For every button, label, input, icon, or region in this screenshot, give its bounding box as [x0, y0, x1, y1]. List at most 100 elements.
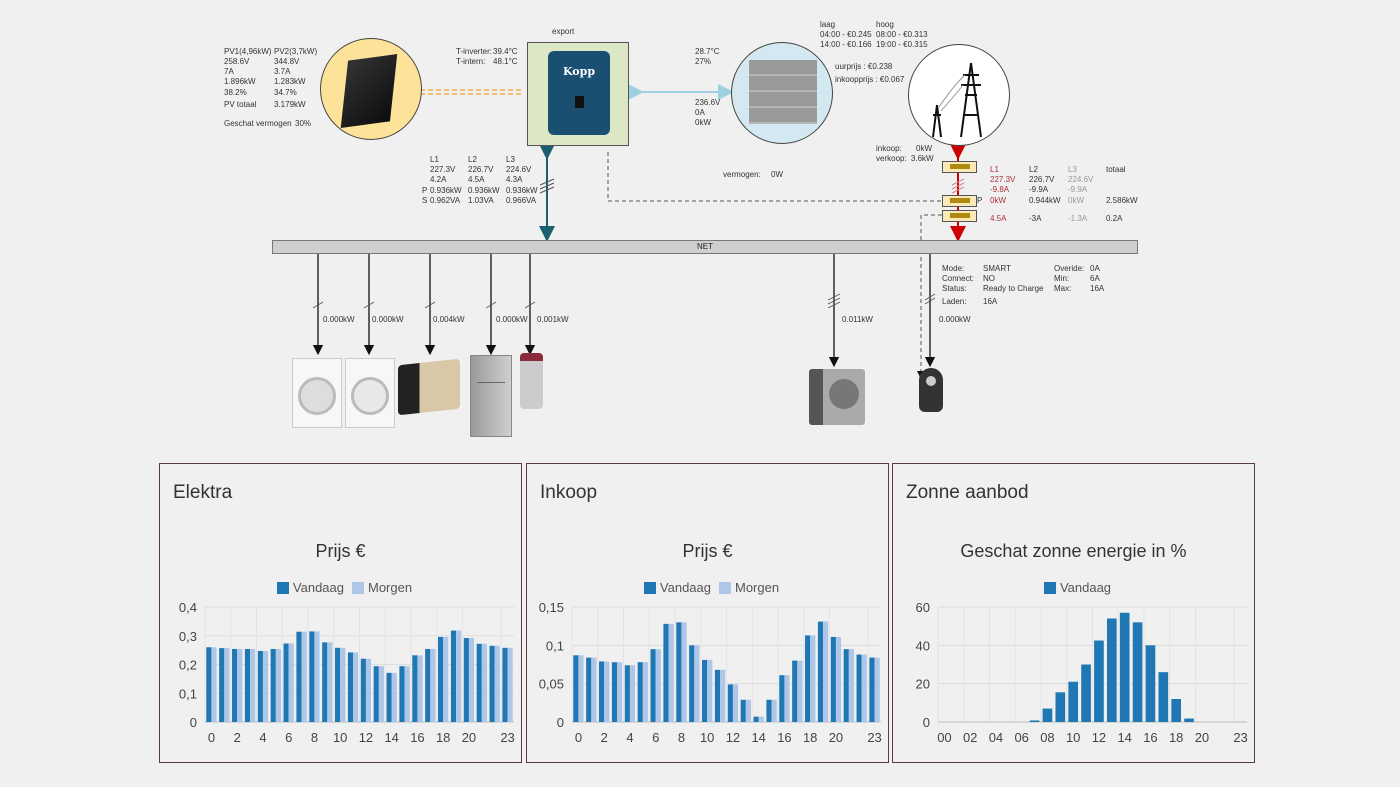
heat-pump-icon[interactable] [809, 369, 865, 425]
x-tick-label: 23 [867, 730, 881, 745]
bar-vandaag [817, 621, 824, 722]
boiler-icon[interactable] [520, 353, 543, 409]
bar-vandaag [476, 643, 482, 722]
legend-morgen[interactable]: Morgen [368, 580, 413, 595]
legend-swatch-vandaag[interactable] [276, 582, 289, 594]
x-tick-label: 12 [359, 730, 373, 745]
inverter-icon: Kopp [548, 51, 610, 135]
ev-charger-icon[interactable] [919, 368, 943, 412]
bar-vandaag [689, 645, 695, 722]
legend-vandaag[interactable]: Vandaag [1059, 580, 1112, 595]
bar-morgen [430, 648, 436, 722]
bar-vandaag [438, 636, 444, 722]
x-tick-label: 12 [726, 730, 740, 745]
y-tick-label: 0,15 [539, 600, 564, 615]
bar-morgen [732, 684, 739, 722]
legend-vandaag[interactable]: Vandaag [292, 580, 344, 595]
legend-morgen[interactable]: Morgen [735, 580, 780, 595]
bar-vandaag [663, 623, 669, 722]
grid-circle[interactable] [908, 44, 1010, 146]
bar-vandaag [830, 636, 836, 722]
bar-morgen [823, 621, 829, 722]
flow-lines [312, 84, 966, 379]
bar-morgen [874, 657, 880, 722]
bar-vandaag [1184, 718, 1194, 722]
y-tick-label: 0,05 [539, 677, 564, 692]
bar-morgen [340, 647, 346, 722]
x-tick-label: 00 [937, 730, 951, 745]
bar-vandaag [257, 650, 263, 722]
ventilation-unit-icon[interactable] [398, 358, 460, 416]
bar-morgen [720, 669, 726, 722]
y-tick-label: 0,2 [179, 658, 197, 673]
x-tick-label: 14 [384, 730, 398, 745]
dryer-icon[interactable] [345, 358, 395, 428]
estimated-power: 30% [295, 119, 312, 128]
bar-vandaag [425, 648, 431, 722]
bar-morgen [417, 655, 423, 722]
y-tick-label: 0,4 [179, 600, 197, 615]
bar-vandaag [270, 648, 276, 722]
fridge-icon[interactable] [470, 355, 512, 437]
bar-morgen [250, 648, 256, 722]
bar-morgen [353, 652, 359, 722]
net-bus: NET [272, 240, 1138, 254]
bar-vandaag [1145, 645, 1156, 722]
hour-price: uurprijs : €0.238 [835, 62, 893, 71]
x-tick-label: 4 [626, 730, 633, 745]
load-power-ventilation: 0.004kW [433, 315, 465, 324]
chart-legend: Vandaag Morgen [527, 580, 888, 595]
meter-3 [942, 210, 977, 222]
bar-morgen [745, 699, 751, 722]
chart-title: Prijs € [315, 541, 366, 561]
chart-legend: Vandaag [893, 580, 1254, 595]
x-tick-label: 16 [1143, 730, 1157, 745]
bar-vandaag [1094, 640, 1104, 722]
bar-morgen [237, 648, 243, 722]
solar-panel-circle[interactable] [320, 38, 422, 140]
legend-swatch-morgen[interactable] [352, 582, 364, 594]
battery-circle[interactable] [731, 42, 833, 144]
bar-vandaag [244, 648, 251, 722]
load-power-heat-pump: 0.011kW [842, 315, 873, 324]
bar-vandaag [1068, 681, 1079, 722]
bar-vandaag [347, 652, 354, 722]
bar-vandaag [753, 716, 759, 722]
chart-title: Geschat zonne energie in % [960, 541, 1187, 561]
bar-vandaag [322, 642, 328, 722]
x-tick-label: 4 [259, 730, 266, 745]
bar-vandaag [792, 660, 798, 722]
bar-vandaag [1171, 699, 1182, 722]
legend-vandaag[interactable]: Vandaag [659, 580, 711, 595]
bar-vandaag [1106, 618, 1117, 722]
inverter-brand: Kopp [562, 65, 596, 78]
bar-morgen [617, 662, 623, 722]
bar-vandaag [740, 699, 746, 722]
bar-vandaag [702, 659, 708, 722]
inverter-box[interactable]: Kopp [527, 42, 629, 146]
bar-morgen [835, 636, 842, 722]
legend-swatch-morgen[interactable] [719, 582, 731, 594]
bar-vandaag [1132, 622, 1143, 722]
legend-swatch-vandaag[interactable] [643, 582, 656, 594]
washing-machine-icon[interactable] [292, 358, 342, 428]
pv-total-label: PV totaal [224, 100, 257, 109]
bar-morgen [591, 657, 597, 722]
x-tick-label: 14 [751, 730, 765, 745]
bar-morgen [301, 631, 307, 722]
bar-vandaag [611, 662, 618, 722]
battery-vermogen-label: vermogen: [723, 170, 761, 179]
bar-morgen [327, 642, 333, 722]
x-tick-label: 14 [1117, 730, 1131, 745]
load-power-boiler: 0.001kW [537, 315, 569, 324]
x-tick-label: 6 [285, 730, 292, 745]
legend-swatch-vandaag[interactable] [1043, 582, 1056, 594]
bar-morgen [681, 622, 687, 722]
bar-vandaag [360, 658, 366, 722]
x-tick-label: 23 [1233, 730, 1247, 745]
